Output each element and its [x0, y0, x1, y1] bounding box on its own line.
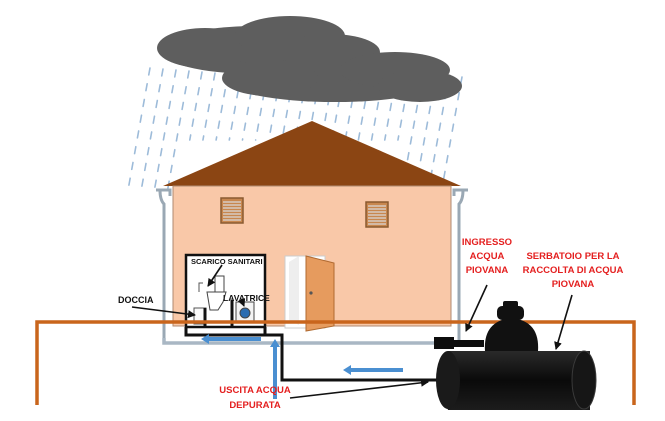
- rain-streak: [127, 67, 151, 191]
- label-serbatoio-line2: RACCOLTA DI ACQUA: [523, 265, 624, 276]
- label-ingresso-line3: PIOVANA: [466, 265, 509, 276]
- arrow-doccia: [131, 306, 196, 319]
- rain-streak: [202, 72, 216, 141]
- label-doccia: DOCCIA: [118, 295, 154, 305]
- rain-streak: [397, 72, 411, 141]
- gutter-right: [452, 188, 468, 342]
- pipe-connector: [434, 337, 454, 349]
- pipe-inlet: [454, 340, 484, 347]
- rain-streak: [153, 69, 177, 191]
- rain-streak: [357, 69, 372, 141]
- arrow-ingresso: [465, 284, 488, 332]
- cloud-right: [222, 52, 462, 102]
- label-ingresso-line2: ACQUA: [470, 251, 505, 262]
- label-uscita-line2: DEPURATA: [229, 400, 281, 411]
- bathroom-cutaway: [184, 253, 267, 329]
- label-uscita-line1: USCITA ACQUA: [219, 385, 291, 396]
- rain-streak: [140, 68, 164, 191]
- pointer-arrows: [131, 264, 573, 399]
- rain-streak: [228, 74, 242, 141]
- arrow-serbatoio: [554, 294, 573, 350]
- rain-streak: [241, 75, 255, 141]
- arrow-scarico: [207, 264, 223, 287]
- label-serbatoio-line3: PIOVANA: [552, 279, 595, 290]
- ground-line: [35, 320, 636, 405]
- label-uscita: USCITA ACQUA DEPURATA: [219, 385, 291, 411]
- front-door: [284, 255, 335, 332]
- window-left: [220, 197, 244, 224]
- rain-streak: [344, 68, 359, 141]
- rain-streak: [281, 78, 294, 141]
- label-lavatrice: LAVATRICE: [223, 293, 270, 303]
- house-roof: [163, 121, 461, 186]
- window-right: [365, 201, 389, 228]
- label-ingresso-line1: INGRESSO: [462, 237, 512, 248]
- flow-arrows: [201, 334, 403, 399]
- rain-streak: [370, 70, 385, 141]
- rain-streak: [268, 77, 281, 141]
- rainwater-tank: [436, 301, 597, 410]
- rain-streak: [383, 71, 398, 141]
- washing-machine-icon: [235, 301, 255, 323]
- flow-arrow-tank: [343, 365, 403, 375]
- rain-streak: [215, 73, 229, 141]
- rain-streak: [331, 67, 346, 141]
- gutter-left: [156, 188, 172, 340]
- label-ingresso: INGRESSO ACQUA PIOVANA: [462, 237, 512, 276]
- label-serbatoio-line1: SERBATOIO PER LA: [526, 251, 619, 262]
- arrow-uscita: [289, 378, 429, 399]
- rain-streak: [166, 70, 190, 191]
- flow-arrow-up: [270, 339, 280, 399]
- arrow-lavatrice: [237, 298, 246, 307]
- rain-streak: [188, 71, 203, 141]
- label-serbatoio: SERBATOIO PER LA RACCOLTA DI ACQUA PIOVA…: [523, 251, 624, 290]
- greywater-pipe: [184, 327, 443, 382]
- flow-arrow-left: [201, 334, 261, 344]
- label-scarico-sanitari: SCARICO SANITARI: [191, 257, 263, 266]
- rain-streak: [254, 76, 268, 141]
- rain-streak: [440, 76, 463, 191]
